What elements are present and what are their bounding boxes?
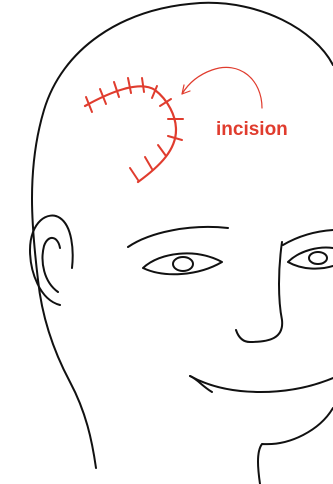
nose [236, 242, 282, 342]
left-brow [128, 227, 228, 247]
incision-label: incision [216, 119, 288, 140]
jaw [258, 408, 333, 484]
incision-stitches [86, 78, 183, 180]
right-pupil [309, 252, 327, 264]
left-pupil [173, 257, 193, 271]
head-outline [32, 3, 333, 468]
ear-inner [43, 238, 60, 292]
right-brow [283, 230, 333, 245]
annotation-arrow [182, 67, 262, 108]
mouth [190, 376, 333, 392]
